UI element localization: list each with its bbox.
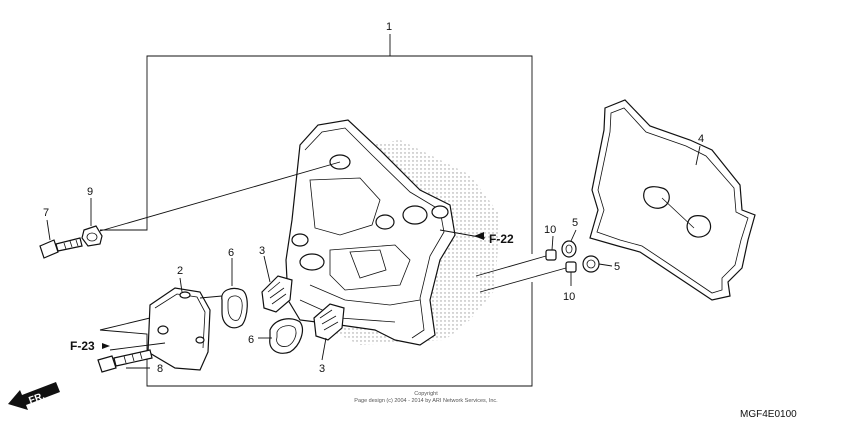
callout-2: 2 [177,265,183,277]
collar-10-upper [545,249,557,261]
bolt-8 [97,349,153,373]
callout-1: 1 [386,21,392,33]
ref-f23-label: F-23 [70,339,95,353]
head-cover-gasket [589,99,756,301]
copyright-line-2: Page design (c) 2004 - 2014 by ARI Netwo… [354,398,498,404]
ref-f22-label: F-22 [489,232,514,246]
ref-f23: F-23 [70,339,110,353]
callout-3-lower: 3 [319,363,325,375]
callout-4: 4 [698,133,704,145]
washer-9 [81,225,103,247]
callout-6-upper: 6 [228,247,234,259]
collar-10-lower [565,261,577,273]
callout-7: 7 [43,207,49,219]
breather-gasket-upper [221,287,248,329]
callout-10-lower: 10 [563,291,575,303]
callout-9: 9 [87,186,93,198]
bolt-7 [39,237,83,259]
diagram-code: MGF4E0100 [740,409,797,420]
breather-cover [147,287,211,371]
copyright-line-1: Copyright [414,391,438,397]
callout-5-lower: 5 [614,261,620,273]
ref-f22: F-22 [474,232,514,246]
seal-5-upper [561,240,577,258]
front-direction-label: FR. [27,391,46,407]
callout-10-upper: 10 [544,224,556,236]
callout-5-upper: 5 [572,217,578,229]
cylinder-head-cover [285,119,500,346]
reed-plate-upper [261,275,293,313]
leader-lines [46,145,701,369]
callout-8: 8 [157,363,163,375]
callout-3-upper: 3 [259,245,265,257]
breather-gasket-lower [269,318,303,354]
seal-5-lower [582,255,600,273]
callout-6-lower: 6 [248,334,254,346]
reed-plate-lower [313,303,345,341]
front-direction-arrow: FR. [8,382,60,410]
assembly-frame [99,34,533,387]
